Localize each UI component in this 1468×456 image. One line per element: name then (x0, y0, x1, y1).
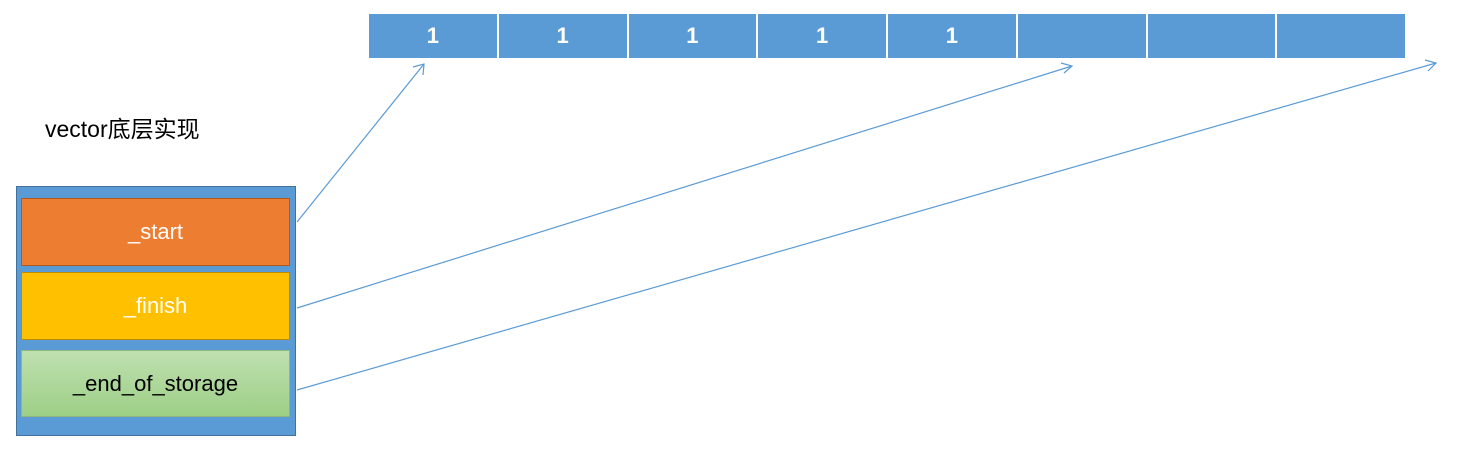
end-of-storage-pointer-field: _end_of_storage (21, 350, 290, 417)
array-cell: 1 (758, 14, 888, 58)
finish-arrowhead (1060, 62, 1074, 74)
array-cell: 1 (888, 14, 1018, 58)
vector-struct-box: _start _finish _end_of_storage (16, 186, 296, 436)
end-of-storage-arrowhead (1424, 59, 1438, 72)
end-of-storage-arrow (296, 62, 1437, 391)
vector-storage-array: 1 1 1 1 1 (369, 14, 1405, 58)
array-cell: 1 (369, 14, 499, 58)
start-pointer-field: _start (21, 198, 290, 266)
start-arrowhead (412, 63, 425, 76)
finish-pointer-field: _finish (21, 272, 290, 340)
start-arrow (296, 63, 425, 223)
array-cell (1017, 14, 1148, 58)
array-cell: 1 (628, 14, 759, 58)
diagram-title: vector底层实现 (45, 116, 200, 142)
array-cell (1277, 14, 1405, 58)
array-cell (1147, 14, 1278, 58)
finish-arrow (296, 65, 1073, 309)
array-cell: 1 (498, 14, 629, 58)
